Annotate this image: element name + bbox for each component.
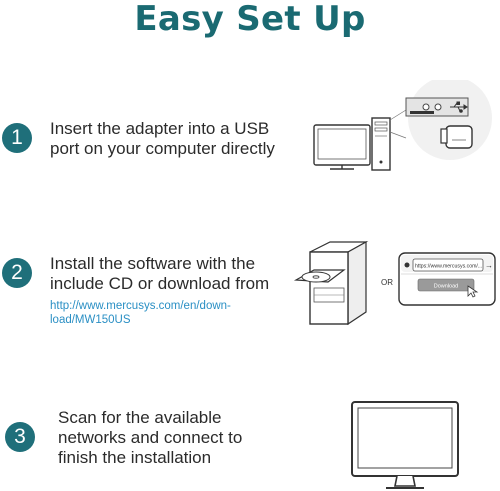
step-1-text: Insert the adapter into a USB port on yo… xyxy=(50,119,275,159)
step-1-badge: 1 xyxy=(2,123,32,153)
step-3-line-3: finish the installation xyxy=(58,448,212,467)
usb-symbol-icon xyxy=(450,101,468,113)
download-link[interactable]: http://www.mercusys.com/en/down- load/MW… xyxy=(50,299,231,327)
browser-download-illustration: https://www.mercusys.com/... → Download xyxy=(398,252,496,306)
download-link-line-1[interactable]: http://www.mercusys.com/en/down- xyxy=(50,300,231,312)
usb-adapter-icon xyxy=(440,125,473,149)
monitor-illustration xyxy=(351,401,459,489)
step-3-text: Scan for the available networks and conn… xyxy=(58,408,242,468)
cursor-icon xyxy=(467,285,479,298)
step-3-badge: 3 xyxy=(5,422,35,452)
or-label: OR xyxy=(381,278,393,287)
download-button xyxy=(417,278,475,292)
step-3-line-1: Scan for the available xyxy=(58,408,222,427)
download-button-label: Download xyxy=(434,284,458,290)
step-1-line-1: Insert the adapter into a USB xyxy=(50,119,270,138)
step-3-line-2: networks and connect to xyxy=(58,428,243,447)
step-2-line-1: Install the software with the xyxy=(50,254,256,273)
step-1-line-2: port on your computer directly xyxy=(50,139,275,158)
monitor-screen xyxy=(357,407,453,469)
download-link-line-2[interactable]: load/MW150US xyxy=(50,314,131,326)
browser-address-bar xyxy=(412,258,484,272)
cd-drive-illustration xyxy=(293,240,369,326)
step-2-text: Install the software with the include CD… xyxy=(50,254,269,294)
browser-url-text: https://www.mercusys.com/... xyxy=(415,264,482,270)
go-arrow-icon: → xyxy=(485,261,493,270)
step-2-line-2: include CD or download from xyxy=(50,274,270,293)
computer-with-usb-illustration xyxy=(313,80,492,171)
monitor-screen xyxy=(317,128,367,160)
page-title: Easy Set Up xyxy=(134,0,366,39)
step-2-badge: 2 xyxy=(2,258,32,288)
monitor-stand xyxy=(394,475,416,487)
